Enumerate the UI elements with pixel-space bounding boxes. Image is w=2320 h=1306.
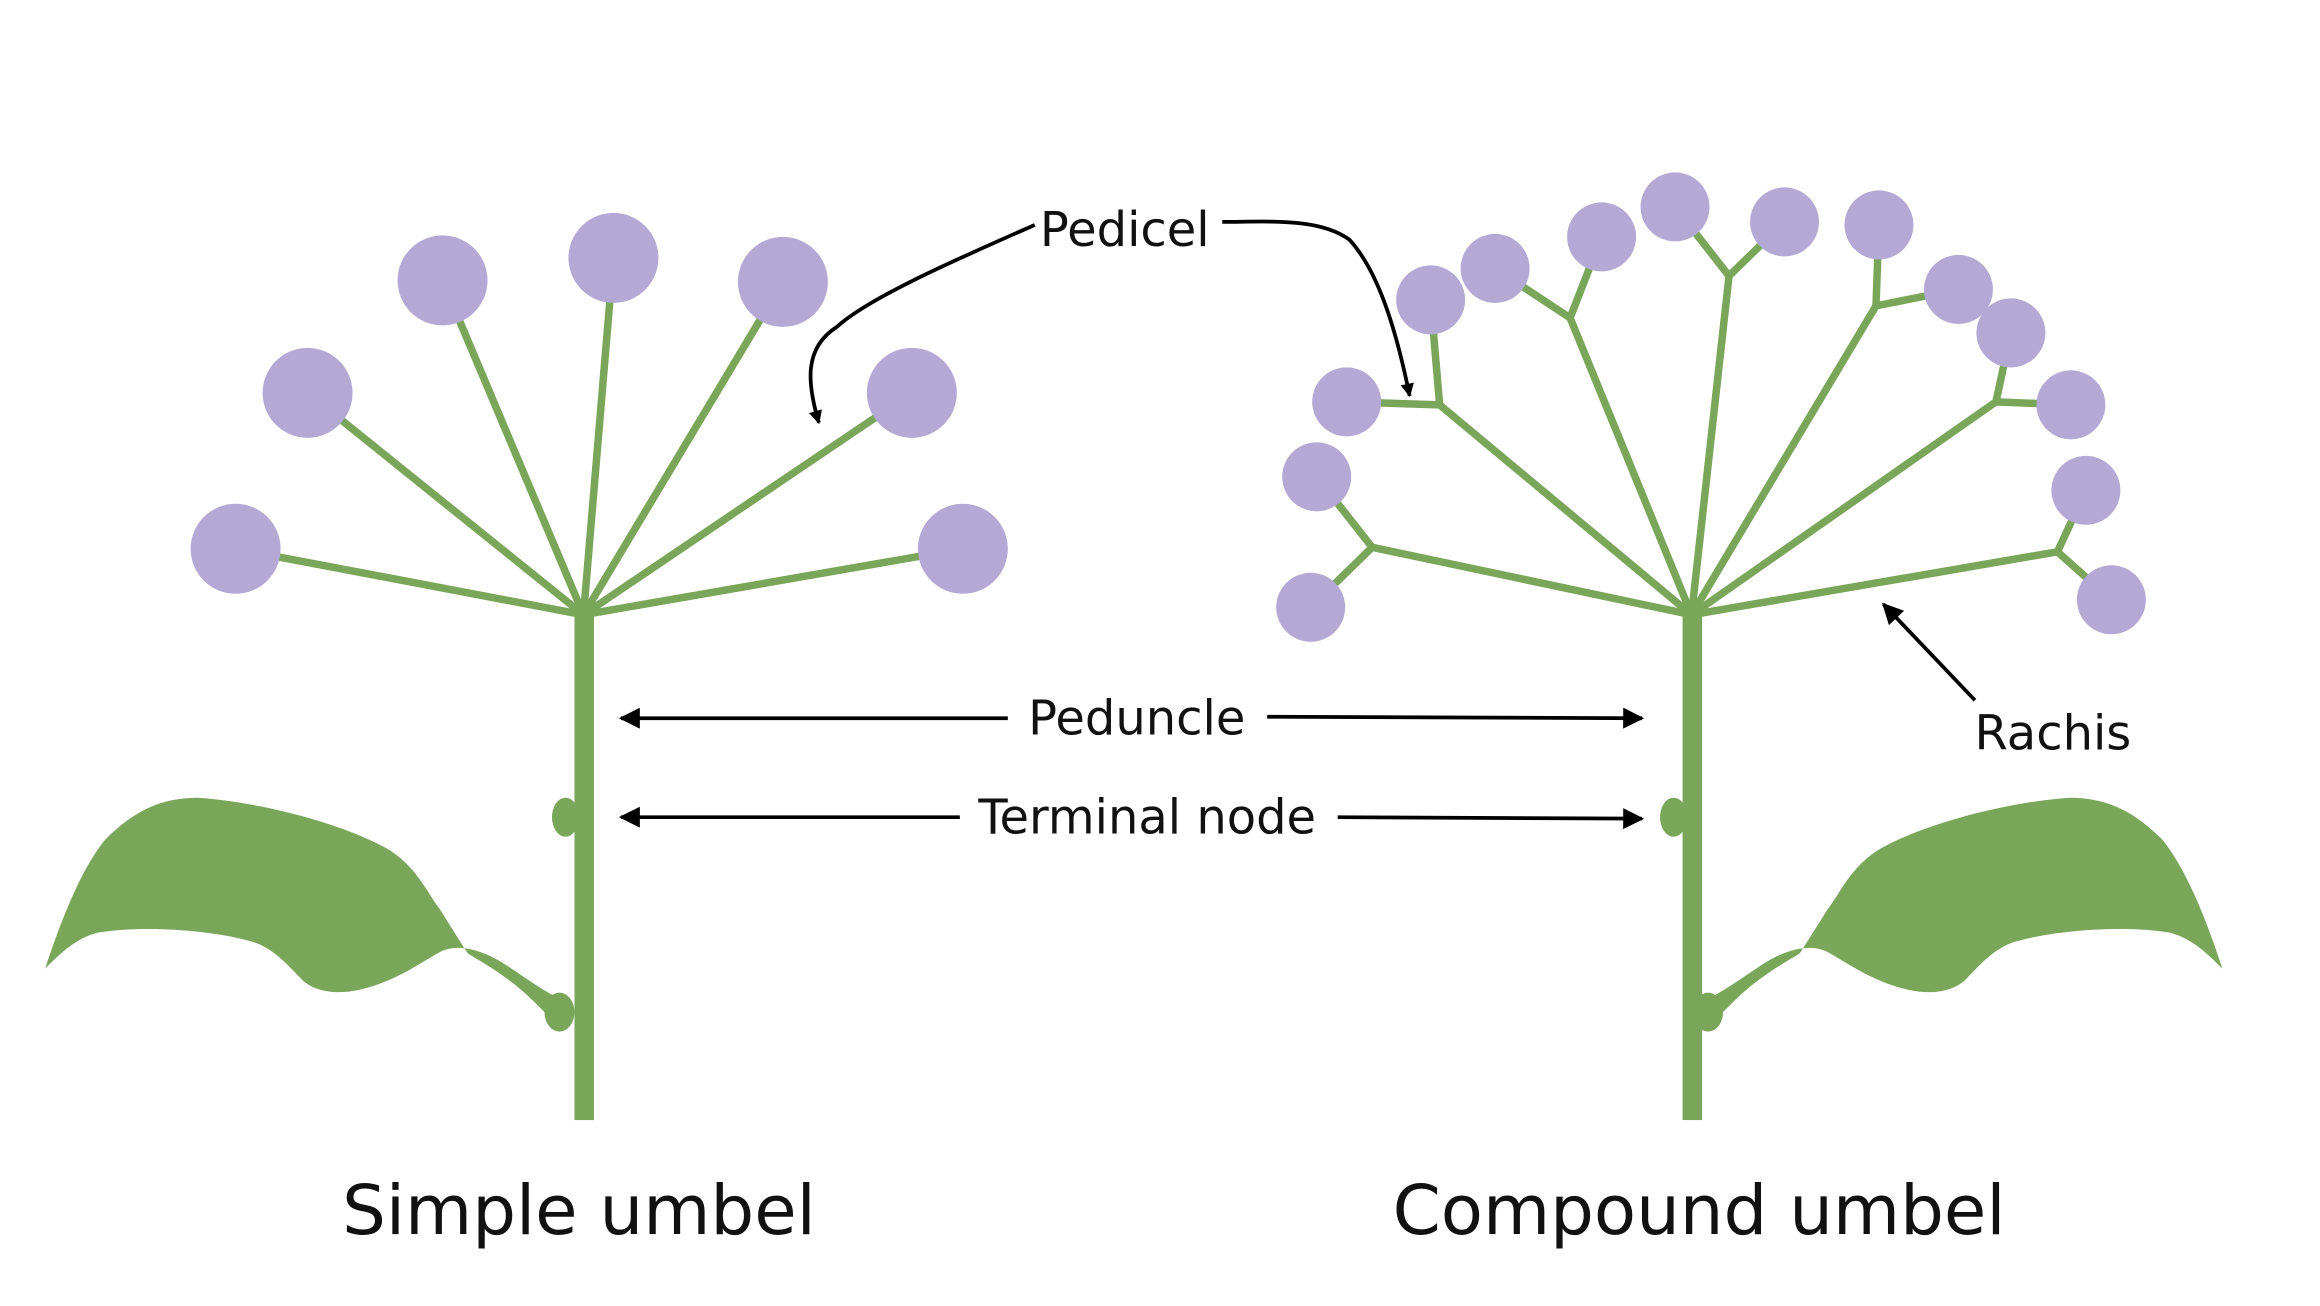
terminal-node-label: Terminal node bbox=[977, 790, 1316, 846]
simple-pedicel bbox=[579, 278, 787, 619]
simple-umbel bbox=[45, 212, 1008, 1121]
flower bbox=[397, 235, 488, 326]
ray bbox=[1687, 398, 2000, 619]
simple-terminal-node bbox=[551, 797, 579, 837]
flower bbox=[190, 503, 281, 594]
ray bbox=[1687, 272, 1733, 619]
simple-pedicels bbox=[231, 254, 967, 619]
flower bbox=[262, 347, 353, 438]
flower bbox=[866, 347, 957, 438]
terminal-node-arrow-right bbox=[1337, 808, 1645, 830]
simple-pedicel bbox=[579, 389, 916, 619]
pedicel-label: Pedicel bbox=[1040, 202, 1210, 258]
ray bbox=[1368, 543, 1696, 619]
simple-leaf bbox=[45, 797, 570, 1026]
flower bbox=[1567, 202, 1637, 272]
peduncle-arrow-right bbox=[1267, 707, 1645, 729]
flower bbox=[1276, 572, 1346, 642]
compound-peduncle bbox=[1682, 613, 1703, 1121]
simple-peduncle bbox=[574, 613, 594, 1121]
simple-pedicel bbox=[438, 276, 588, 619]
peduncle-label: Peduncle bbox=[1028, 691, 1245, 747]
flower bbox=[1312, 367, 1382, 437]
simple-leaf-node bbox=[544, 992, 575, 1032]
flower bbox=[1923, 254, 1993, 324]
pedicel-arrow-left bbox=[808, 223, 1036, 425]
rachis bbox=[1687, 548, 2062, 619]
flower bbox=[2051, 455, 2121, 525]
compound-leaf bbox=[1697, 797, 2223, 1026]
flower bbox=[917, 503, 1008, 594]
ray bbox=[1566, 314, 1696, 619]
flower bbox=[1640, 172, 1710, 242]
annotation-arrows bbox=[618, 219, 1977, 830]
flower bbox=[2036, 370, 2106, 440]
flower bbox=[737, 236, 828, 327]
flower bbox=[568, 212, 659, 303]
rachis-label: Rachis bbox=[1975, 706, 2132, 762]
compound-umbel bbox=[1276, 172, 2223, 1121]
rachis-arrow bbox=[1882, 602, 1977, 702]
compound-rays bbox=[1368, 272, 2062, 619]
compound-flowers bbox=[1276, 172, 2146, 642]
simple-pedicel bbox=[579, 254, 618, 619]
compound-umbel-title: Compound umbel bbox=[1393, 1171, 2006, 1251]
pedicel-arrow-right bbox=[1222, 219, 1414, 398]
simple-flowers bbox=[190, 212, 1008, 594]
flower bbox=[1976, 298, 2046, 368]
ray bbox=[1687, 302, 1880, 619]
simple-pedicel bbox=[303, 389, 588, 619]
simple-pedicel bbox=[231, 545, 588, 619]
flower bbox=[1750, 187, 1819, 257]
simple-pedicel bbox=[579, 545, 967, 619]
ray bbox=[1435, 401, 1696, 619]
flower bbox=[1282, 442, 1352, 512]
flower bbox=[2076, 565, 2146, 635]
compound-terminal-node bbox=[1660, 797, 1688, 837]
flower bbox=[1460, 233, 1530, 303]
flower bbox=[1396, 265, 1466, 335]
simple-umbel-title: Simple umbel bbox=[342, 1171, 816, 1251]
flower bbox=[1844, 190, 1914, 260]
